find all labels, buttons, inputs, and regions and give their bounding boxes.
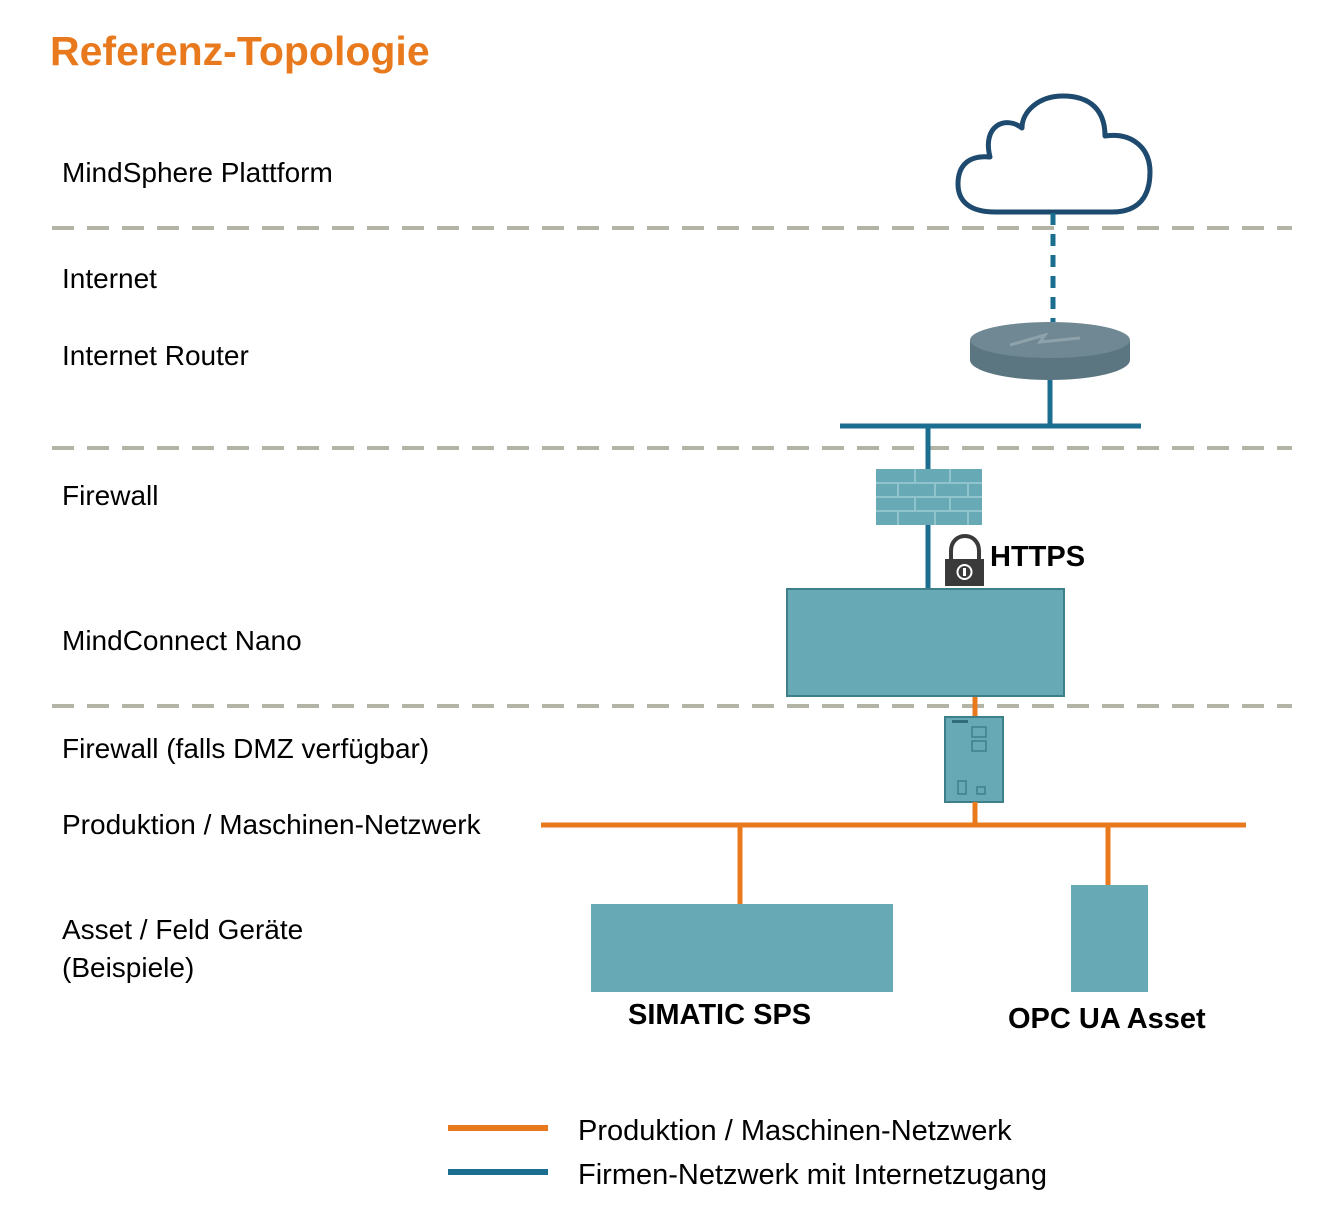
layer-label-internet: Internet <box>62 263 157 294</box>
page-title: Referenz-Topologie <box>50 28 430 74</box>
layer-label-assets: Asset / Feld Geräte <box>62 914 304 945</box>
layer-label-mindsphere: MindSphere Plattform <box>62 157 333 188</box>
router-icon <box>970 322 1130 380</box>
opc-ua-asset-device <box>1071 885 1148 992</box>
layer-label-router: Internet Router <box>62 340 249 371</box>
simatic-sps-device <box>591 904 893 992</box>
layer-label-assets-examples: (Beispiele) <box>62 952 195 983</box>
https-label: HTTPS <box>990 541 1086 573</box>
opc-ua-asset-label: OPC UA Asset <box>1008 1003 1206 1035</box>
layer-label-firewall-dmz: Firewall (falls DMZ verfügbar) <box>62 733 430 764</box>
brick-wall-icon <box>876 469 982 525</box>
legend-label-company: Firmen-Netzwerk mit Internetzugang <box>578 1159 1047 1191</box>
padlock-icon <box>945 533 984 586</box>
cloud-icon <box>955 93 1153 215</box>
layer-label-mindconnect: MindConnect Nano <box>62 625 302 656</box>
legend-label-production: Produktion / Maschinen-Netzwerk <box>578 1115 1012 1147</box>
mindconnect-nano-device <box>786 588 1065 697</box>
simatic-sps-label: SIMATIC SPS <box>628 999 812 1031</box>
layer-label-firewall: Firewall <box>62 480 159 511</box>
layer-label-production: Produktion / Maschinen-Netzwerk <box>62 809 481 840</box>
dmz-firewall-module <box>944 716 1004 803</box>
